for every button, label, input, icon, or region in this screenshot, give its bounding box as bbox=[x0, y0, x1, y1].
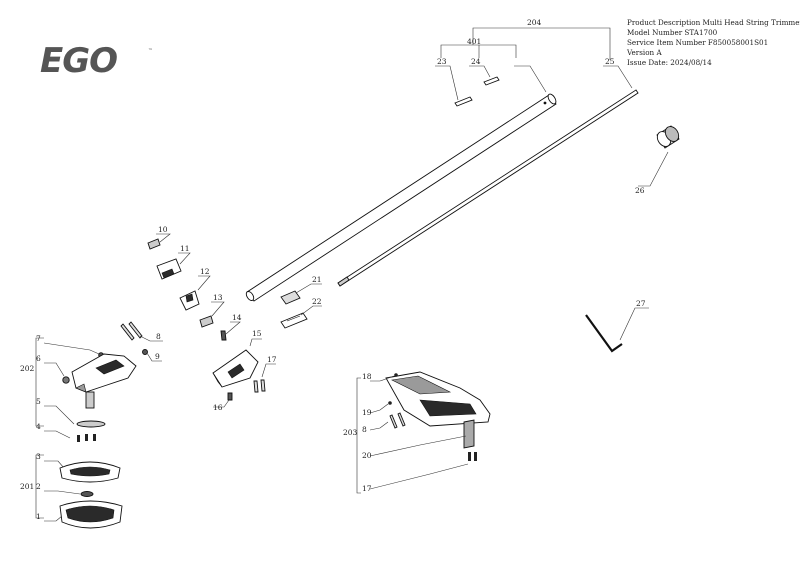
callout-13: 13 bbox=[213, 293, 223, 302]
gearbox-head bbox=[71, 353, 137, 409]
callout-4: 4 bbox=[36, 422, 41, 431]
part-11: 11 bbox=[156, 244, 191, 280]
callout-24: 24 bbox=[471, 57, 481, 66]
model-number: Model Number STA1700 bbox=[627, 28, 718, 37]
callout-18: 18 bbox=[362, 372, 372, 381]
callout-26: 26 bbox=[635, 186, 645, 195]
callout-17-upper: 17 bbox=[267, 355, 277, 364]
part-4: 4 bbox=[36, 422, 96, 442]
callout-10: 10 bbox=[158, 225, 168, 234]
part-17-lower: 17 bbox=[362, 452, 477, 493]
outer-tube bbox=[245, 93, 557, 302]
part-16: 16 bbox=[213, 392, 233, 412]
part-10: 10 bbox=[147, 225, 171, 250]
bracket-201: 201 bbox=[20, 454, 44, 519]
part-19: 19 bbox=[362, 401, 392, 417]
part-24: 24 bbox=[469, 57, 500, 86]
callout-401: 401 bbox=[467, 37, 481, 46]
part-27: 27 bbox=[585, 299, 649, 353]
callout-21: 21 bbox=[312, 275, 322, 284]
product-info-block: Product Description Multi Head String Tr… bbox=[626, 18, 800, 67]
part-12: 12 bbox=[179, 267, 211, 311]
bracket-202: 202 bbox=[20, 337, 44, 427]
part-7: 7 bbox=[36, 334, 104, 358]
callout-1: 1 bbox=[36, 512, 41, 521]
part-26: 26 bbox=[635, 125, 680, 195]
callout-8-upper: 8 bbox=[156, 332, 161, 341]
part-13: 13 bbox=[199, 293, 225, 328]
logo-trademark: ™ bbox=[148, 48, 153, 54]
part-25: 25 bbox=[603, 57, 633, 89]
callout-7: 7 bbox=[36, 334, 41, 343]
version: Version A bbox=[626, 48, 662, 57]
callout-22: 22 bbox=[312, 297, 322, 306]
callout-203: 203 bbox=[343, 428, 358, 437]
logo-text: EGO bbox=[40, 41, 117, 81]
part-6: 6 bbox=[36, 354, 70, 384]
callout-27: 27 bbox=[636, 299, 646, 308]
callout-11: 11 bbox=[180, 244, 190, 253]
part-15: 15 bbox=[212, 329, 262, 388]
guard-assembly bbox=[385, 371, 491, 449]
part-14: 14 bbox=[220, 313, 242, 341]
callout-204: 204 bbox=[527, 18, 542, 27]
part-23: 23 bbox=[435, 57, 473, 107]
part-9: 9 bbox=[142, 349, 162, 362]
part-8-lower: 8 bbox=[362, 412, 406, 434]
drive-shaft bbox=[337, 89, 639, 287]
part-17-upper: 17 bbox=[253, 355, 277, 393]
part-8-upper: 8 bbox=[120, 321, 163, 342]
callout-25: 25 bbox=[605, 57, 615, 66]
bracket-204: 204 bbox=[472, 18, 611, 60]
part-2: 2 bbox=[36, 482, 94, 497]
callout-5: 5 bbox=[36, 397, 41, 406]
callout-12: 12 bbox=[200, 267, 210, 276]
part-5: 5 bbox=[36, 397, 106, 428]
callout-19: 19 bbox=[362, 408, 372, 417]
callout-23: 23 bbox=[437, 57, 447, 66]
callout-17-lower: 17 bbox=[362, 484, 372, 493]
part-1: 1 bbox=[36, 500, 123, 529]
part-22: 22 bbox=[280, 297, 322, 329]
callout-201: 201 bbox=[20, 482, 34, 491]
part-18: 18 bbox=[362, 372, 398, 382]
part-21: 21 bbox=[280, 275, 322, 305]
callout-20: 20 bbox=[362, 451, 372, 460]
ego-logo: EGO ™ bbox=[40, 41, 153, 81]
callout-15: 15 bbox=[252, 329, 262, 338]
callout-16: 16 bbox=[213, 403, 223, 412]
service-item-number: Service Item Number F850058001S01 bbox=[627, 38, 768, 47]
part-20: 20 bbox=[362, 435, 467, 460]
bracket-401: 401 bbox=[440, 33, 517, 58]
product-description: Product Description Multi Head String Tr… bbox=[627, 18, 800, 27]
callout-2: 2 bbox=[36, 482, 41, 491]
callout-9: 9 bbox=[155, 352, 160, 361]
callout-202: 202 bbox=[20, 364, 35, 373]
callout-6: 6 bbox=[36, 354, 41, 363]
issue-date: Issue Date: 2024/08/14 bbox=[627, 58, 712, 67]
callout-14: 14 bbox=[232, 313, 242, 322]
bracket-203: 203 bbox=[343, 377, 361, 494]
callout-3: 3 bbox=[36, 452, 41, 461]
callout-8-lower: 8 bbox=[362, 425, 367, 434]
part-3: 3 bbox=[36, 452, 121, 483]
